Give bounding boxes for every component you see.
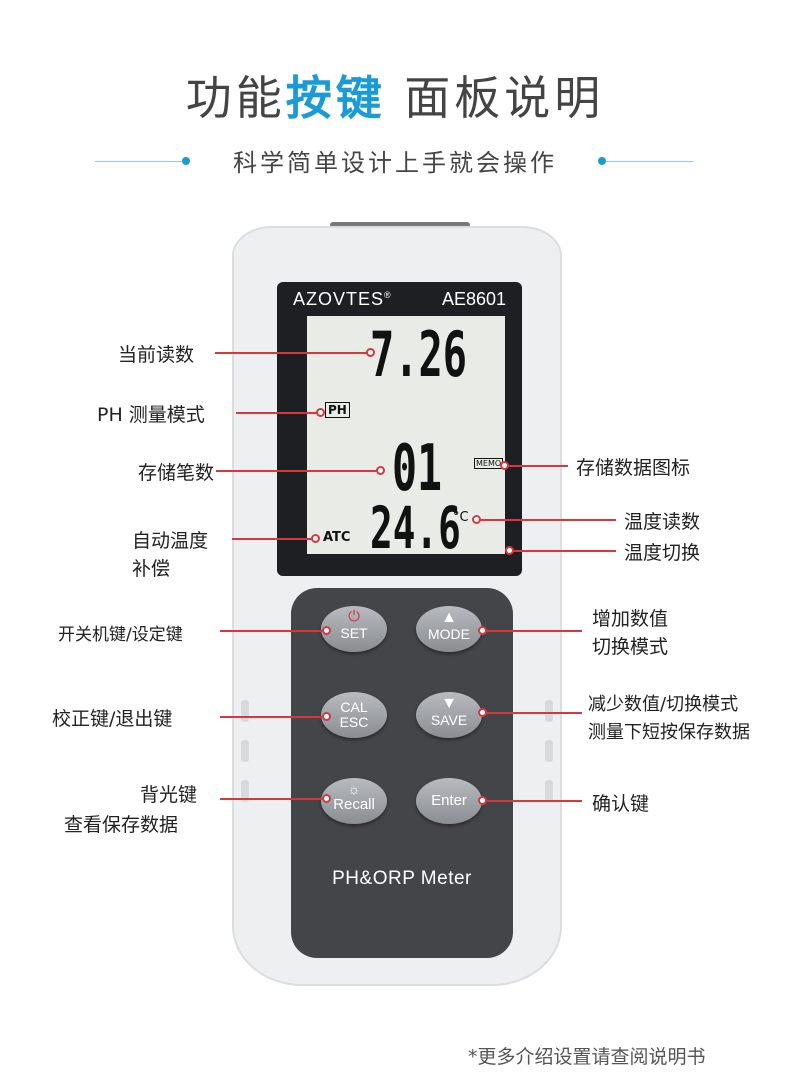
mode-button[interactable]: ▲ MODE [416, 606, 482, 652]
model-number: AE8601 [442, 289, 507, 309]
annotation-save-line1: 减少数值/切换模式 [588, 694, 739, 715]
leader-dot [322, 626, 331, 635]
annotation-cal-esc: 校正键/退出键 [52, 708, 173, 730]
subtitle-dot-left [182, 157, 190, 165]
subtitle-dot-right [598, 157, 606, 165]
meter-label: PH&ORP Meter [332, 868, 472, 889]
annotation-atc-line2: 补偿 [132, 558, 171, 580]
title-part-1: 功能 [185, 71, 286, 125]
annotation-enter: 确认键 [592, 793, 650, 815]
power-icon: ⏻ [348, 608, 360, 625]
leader-dot [322, 794, 331, 803]
leader-line [480, 519, 616, 521]
backlight-icon: ☼ [347, 781, 361, 797]
annotation-recall-line2: 查看保存数据 [64, 814, 179, 836]
leader-line [486, 630, 582, 632]
footer-note: *更多介绍设置请查阅说明书 [468, 1046, 706, 1068]
enter-button[interactable]: Enter [416, 778, 482, 824]
leader-line [486, 800, 582, 802]
leader-dot [366, 348, 375, 357]
annotation-recall-line1: 背光键 [140, 784, 198, 806]
annotation-current-reading: 当前读数 [118, 344, 195, 366]
lcd-display [307, 316, 505, 554]
annotation-memo-icon: 存储数据图标 [576, 457, 691, 479]
keypad [291, 588, 513, 958]
memo-icon: MEMO [474, 458, 504, 469]
page-title: 功能按键 面板说明 [0, 62, 790, 128]
annotation-ph-mode: PH 测量模式 [97, 404, 205, 426]
annotation-mode-line1: 增加数值 [592, 608, 669, 630]
leader-line [215, 352, 367, 354]
side-grip [241, 780, 249, 802]
side-grip [545, 700, 553, 722]
annotation-mode-line2: 切换模式 [592, 636, 669, 658]
title-part-2: 面板说明 [385, 71, 605, 125]
brand-logo: AZOVTES® [293, 289, 392, 309]
leader-dot [311, 534, 320, 543]
save-button[interactable]: ▼ SAVE [416, 692, 482, 738]
atc-indicator: ATC [323, 530, 351, 545]
leader-line [236, 412, 318, 414]
subtitle: 科学简单设计上手就会操作 [233, 149, 557, 177]
set-button[interactable]: ⏻ SET [321, 606, 387, 652]
recall-button[interactable]: ☼ Recall [321, 778, 387, 824]
lcd-record-count: 01 [392, 432, 443, 506]
side-grip [545, 780, 553, 802]
leader-line [232, 538, 312, 540]
leader-dot [316, 408, 325, 417]
side-grip [545, 740, 553, 762]
leader-line [513, 550, 616, 552]
annotation-temp-switch: 温度切换 [624, 542, 701, 564]
leader-line [486, 712, 582, 714]
leader-line [220, 716, 324, 718]
annotation-save-line2: 测量下短按保存数据 [588, 722, 750, 743]
leader-dot [322, 712, 331, 721]
annotation-temp-reading: 温度读数 [624, 511, 701, 533]
annotation-atc-line1: 自动温度 [132, 530, 209, 552]
leader-line [220, 630, 324, 632]
lcd-reading: 7.26 [370, 318, 468, 391]
annotation-record-count: 存储笔数 [138, 462, 215, 484]
lcd-temperature: 24.6 [370, 494, 461, 562]
subtitle-line-left [95, 161, 183, 162]
arrow-down-icon: ▼ [441, 695, 457, 712]
ph-mode-badge: PH [325, 402, 350, 418]
side-grip [241, 740, 249, 762]
leader-line [508, 465, 568, 467]
leader-line [216, 470, 378, 472]
temp-unit: °C [453, 510, 469, 525]
side-grip [241, 700, 249, 722]
subtitle-line-right [606, 161, 694, 162]
leader-dot [376, 466, 385, 475]
title-highlight: 按键 [285, 71, 386, 125]
leader-line [220, 798, 324, 800]
cal-esc-button[interactable]: CAL ESC [321, 692, 387, 738]
annotation-power-set: 开关机键/设定键 [58, 625, 183, 645]
arrow-up-icon: ▲ [441, 609, 457, 626]
